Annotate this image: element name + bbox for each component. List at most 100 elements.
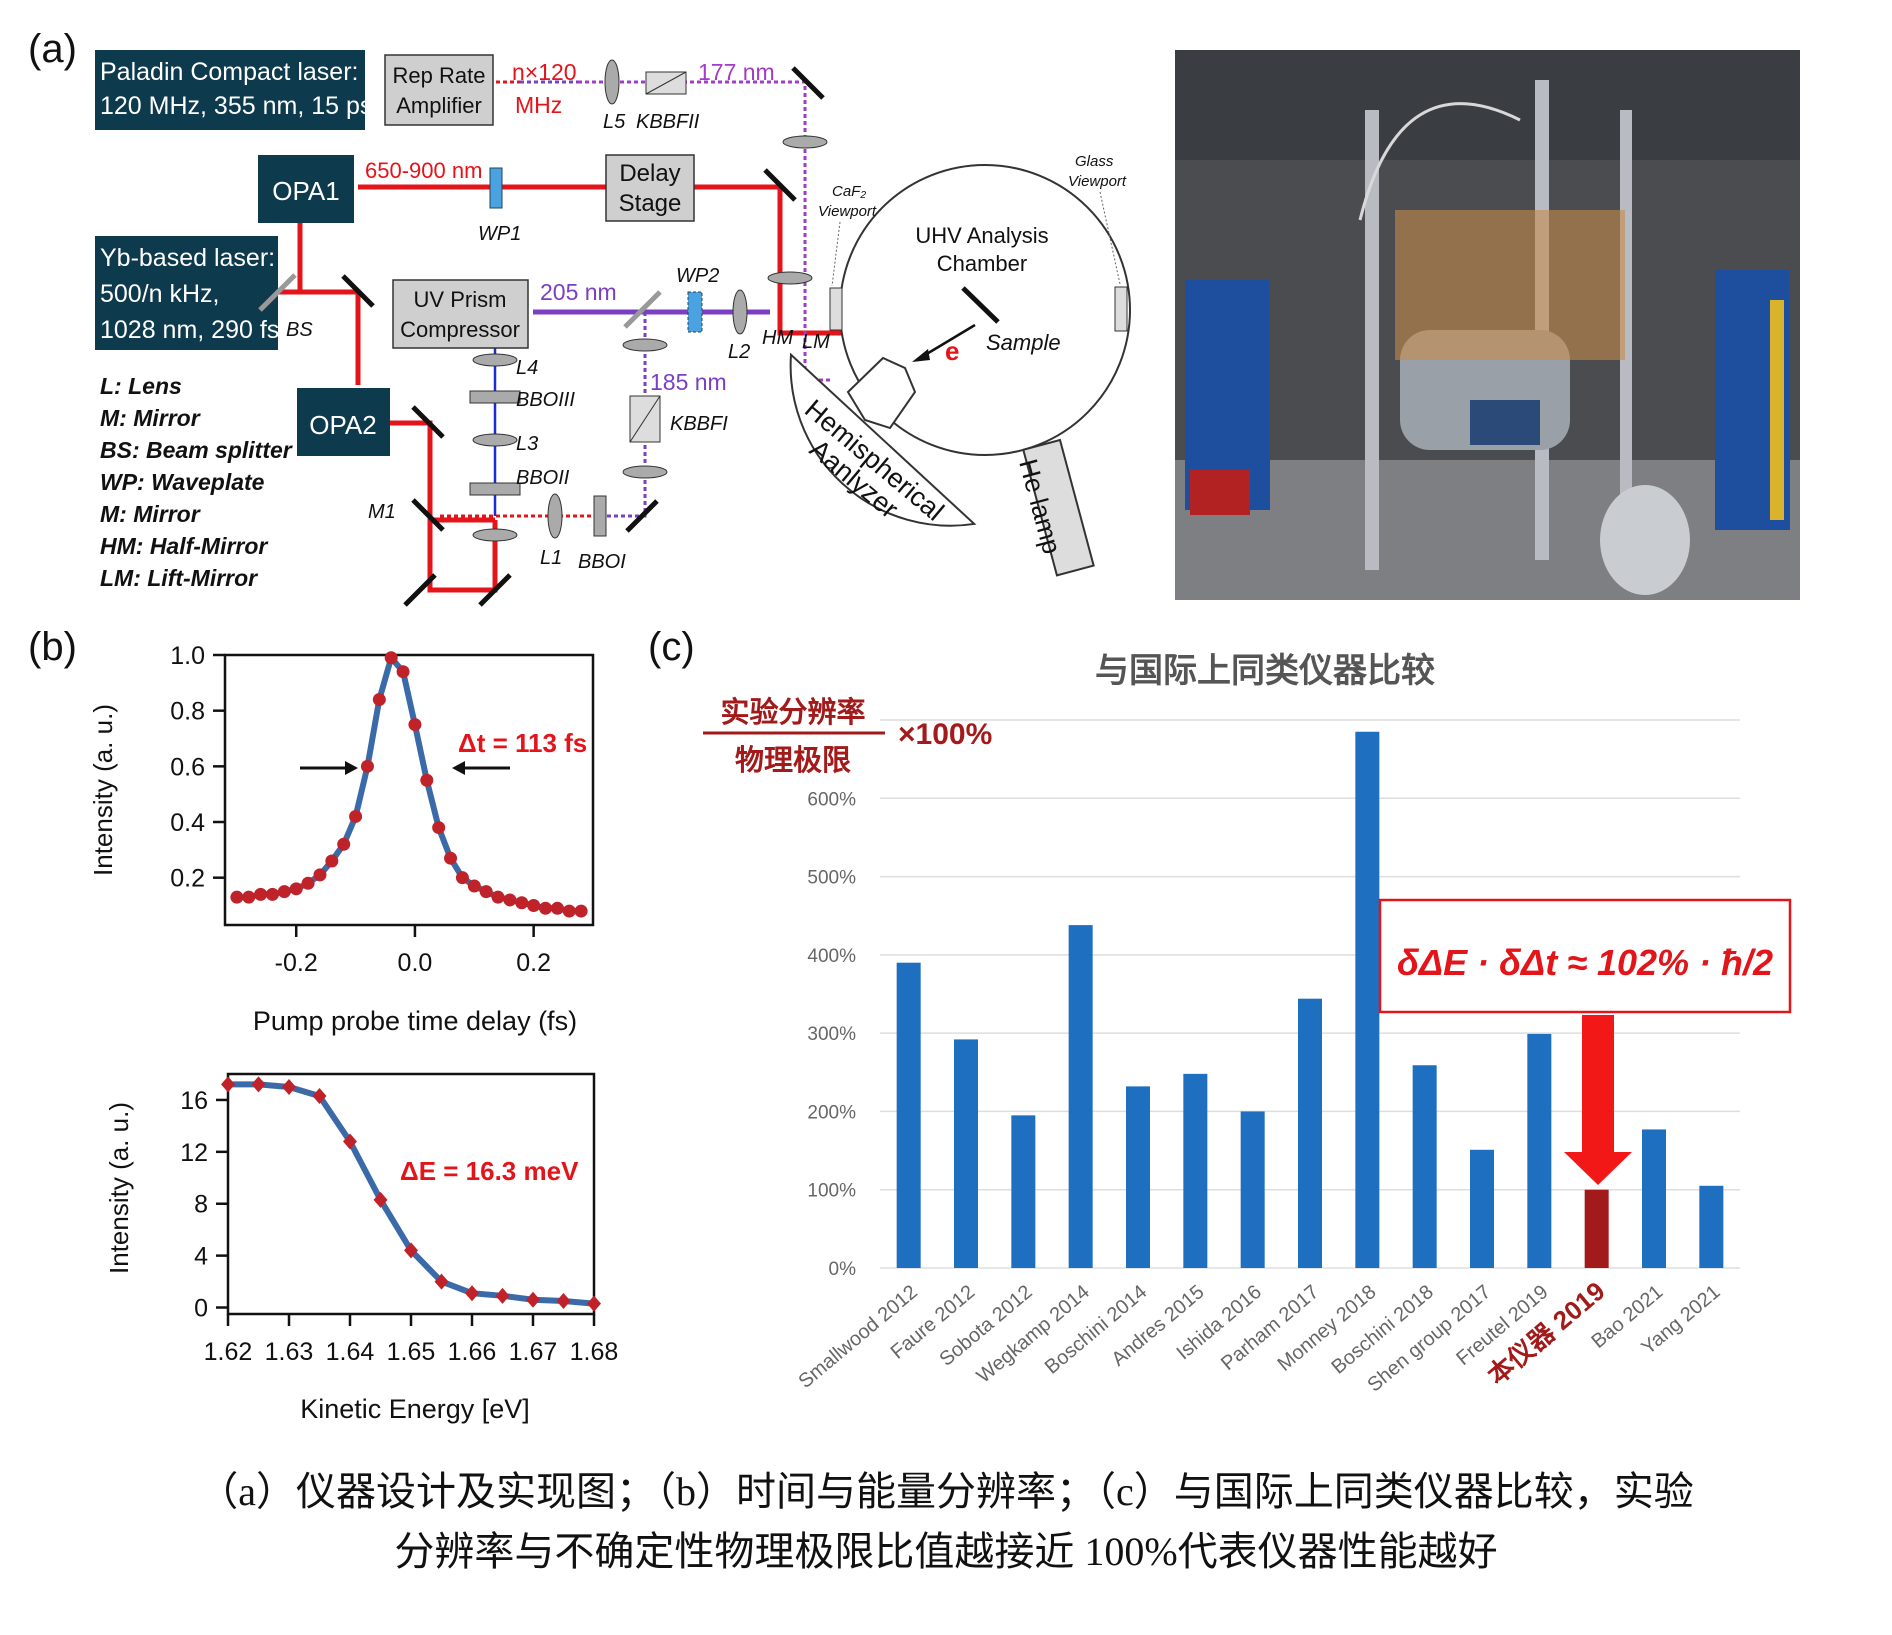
formula-label: δΔE · δΔt ≈ 102% · ħ/2: [1397, 942, 1773, 983]
legend-item: L: Lens: [100, 373, 182, 399]
x-tick-label: Parham 2017: [1217, 1281, 1323, 1375]
he-lamp-body: [1022, 438, 1095, 577]
glass-label-2: Viewport: [1068, 173, 1127, 190]
y-tick-label: 12: [180, 1139, 208, 1167]
lens-185-b: [622, 465, 668, 479]
data-point: [349, 809, 363, 823]
plot-frame: [223, 653, 595, 927]
data-point: [539, 901, 553, 915]
y-tick-label: 4: [194, 1243, 208, 1271]
mirror: [763, 168, 797, 202]
uv-prism-box: [392, 279, 529, 349]
x-tick-label: 0.0: [398, 949, 433, 977]
time-resolution-annotation: Δt = 113 fs: [458, 728, 587, 758]
x-tick-label: 1.63: [265, 1338, 314, 1366]
energy-resolution-annotation: ΔE = 16.3 meV: [400, 1156, 579, 1186]
x-tick-label: 1.66: [448, 1338, 497, 1366]
uvprism-line-1: UV Prism: [414, 287, 507, 312]
data-point: [282, 1078, 296, 1095]
dotted-beam-177: [578, 80, 830, 382]
red-beam-opa2: [390, 420, 498, 593]
panel-label-a: (a): [28, 27, 77, 71]
y-tick-label: 500%: [807, 868, 856, 889]
figure-caption: （a）仪器设计及实现图；（b）时间与能量分辨率；（c）与国际上同类仪器比较，实验…: [60, 1462, 1832, 1582]
data-point: [372, 693, 386, 707]
y-tick-label: 100%: [807, 1181, 856, 1202]
photo-ceiling: [1175, 50, 1800, 160]
data-point: [503, 893, 517, 907]
lab-photo: [1175, 50, 1800, 600]
legend-item: M: Mirror: [100, 405, 201, 431]
data-point: [587, 1295, 601, 1312]
x-tick-label: 1.64: [326, 1338, 375, 1366]
label-l3: L3: [516, 433, 538, 455]
lens-l4: [472, 353, 518, 367]
photo-frame-column: [1365, 110, 1379, 570]
fwhm-arrowhead-left: [345, 761, 358, 775]
nm650-label: 650-900 nm: [365, 158, 482, 183]
caption-line-1: （a）仪器设计及实现图；（b）时间与能量分辨率；（c）与国际上同类仪器比较，实验: [198, 1469, 1694, 1514]
y-tick-label: 0.4: [170, 809, 205, 837]
paladin-line-2: 120 MHz, 355 nm, 15 ps: [100, 92, 372, 120]
legend-item: M: Mirror: [100, 501, 201, 527]
bar: [1298, 998, 1322, 1268]
mirror-205: [623, 290, 662, 329]
data-point: [313, 868, 327, 882]
opa1-box: [258, 155, 354, 223]
bar: [1240, 1111, 1265, 1268]
delay-stage-box: [605, 154, 695, 222]
data-points: [221, 1076, 601, 1312]
bbo-i: [593, 495, 607, 537]
y-tick-label: 0: [194, 1295, 208, 1323]
lens-l3: [472, 433, 518, 447]
lens-185-a: [622, 338, 668, 352]
photo-yellow-post: [1770, 300, 1784, 520]
uvprism-line-2: Compressor: [400, 317, 520, 342]
electron-arrowhead: [912, 349, 930, 362]
y-tick-label: 200%: [807, 1102, 856, 1123]
glass-viewport: [1114, 286, 1128, 332]
yb-line-1: Yb-based laser:: [100, 244, 275, 272]
label-l1: L1: [540, 547, 562, 569]
lens-l5: [604, 59, 620, 105]
caf2-label-2: Viewport: [818, 203, 877, 220]
y-tick-label: 0.6: [170, 753, 205, 781]
label-bs: BS: [286, 319, 313, 341]
highlight-arrow: [1564, 1015, 1632, 1185]
ratio-numerator: 实验分辨率: [720, 695, 865, 729]
uhv-line-2: Chamber: [937, 251, 1027, 276]
label-wp1: WP1: [478, 223, 521, 245]
x-tick-label: 0.2: [516, 949, 551, 977]
data-point: [242, 890, 256, 904]
caf2-viewport: [829, 287, 843, 331]
paladin-line-1: Paladin Compact laser:: [100, 58, 358, 86]
data-point: [265, 887, 279, 901]
mirror: [341, 274, 375, 308]
y-tick-label: 400%: [807, 946, 856, 967]
waveplate-wp2: [687, 291, 703, 333]
bar: [896, 962, 921, 1268]
data-point: [444, 851, 458, 865]
caf2-label-1: CaF₂: [832, 183, 866, 200]
data-point: [455, 871, 469, 885]
y-axis-label: Intensity (a. u.): [88, 704, 118, 876]
fit-curve: [228, 1081, 595, 1307]
electron-arrow: [919, 323, 976, 360]
bar: [1699, 1185, 1724, 1268]
y-axis-label: Intensity (a. u.): [104, 1102, 134, 1274]
y-tick-label: 0%: [829, 1259, 857, 1280]
data-point: [556, 1293, 571, 1310]
lens-lower: [472, 528, 518, 542]
caf2-pointer: [831, 221, 841, 287]
glass-label-1: Glass: [1075, 153, 1114, 170]
red-beam-bottom: [427, 520, 498, 593]
uhv-line-1: UHV Analysis: [915, 223, 1048, 248]
paladin-laser-box: [95, 50, 365, 130]
data-point: [574, 904, 588, 918]
photo-floor: [1175, 460, 1800, 600]
data-point: [360, 759, 374, 773]
